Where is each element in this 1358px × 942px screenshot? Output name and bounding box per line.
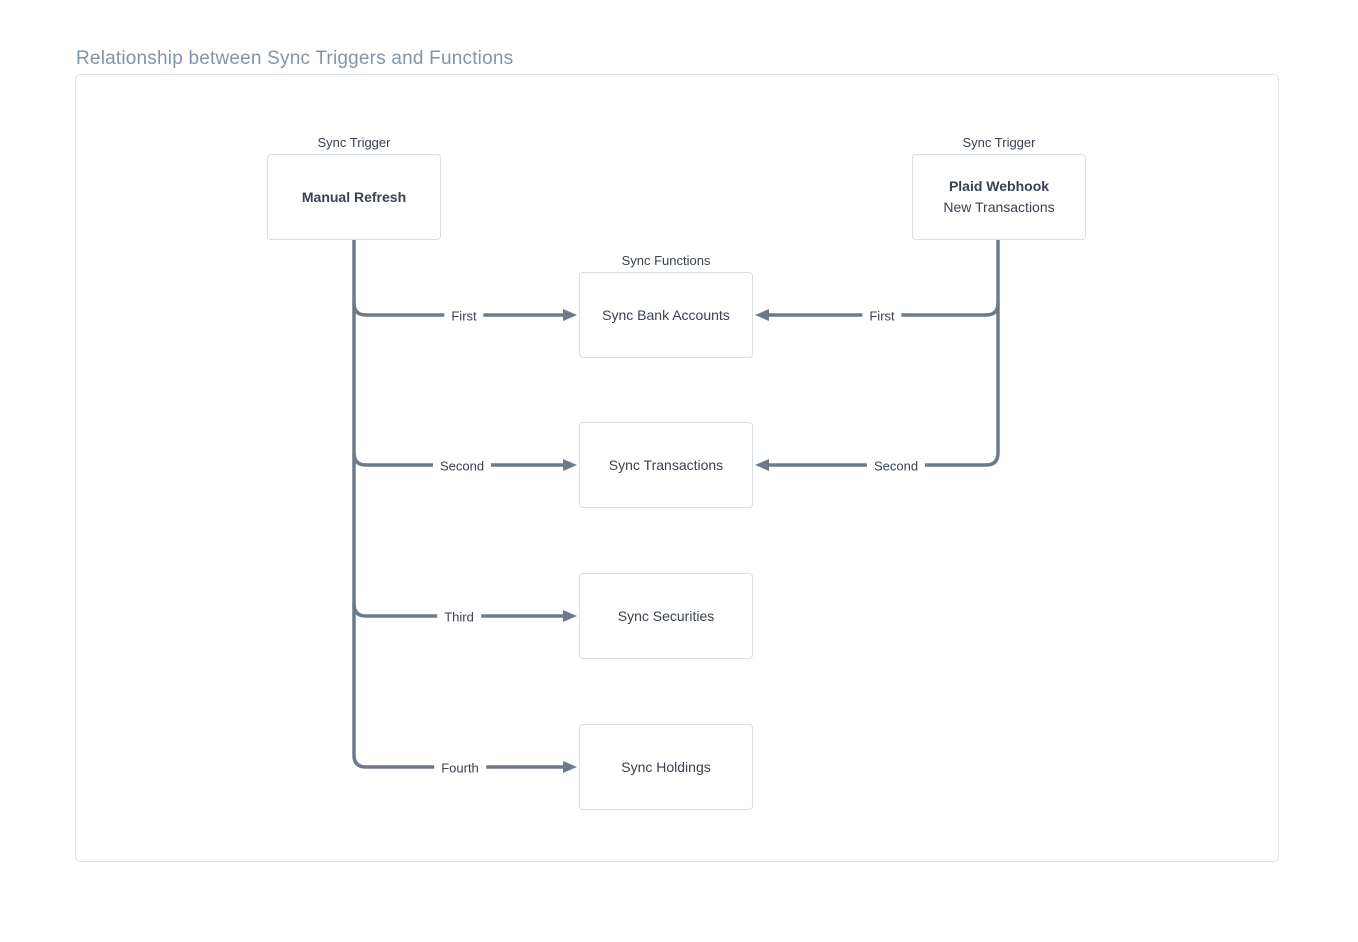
node-sync-holdings: Sync Holdings	[579, 724, 753, 810]
node-manual-refresh: Manual Refresh	[267, 154, 441, 240]
edge-label-right-second: Second	[866, 458, 926, 474]
node-sync-securities: Sync Securities	[579, 573, 753, 659]
node-title: Manual Refresh	[301, 188, 407, 205]
edge-label-left-first: First	[444, 308, 484, 324]
sync-trigger-caption-left: Sync Trigger	[317, 135, 391, 150]
edge-label-right-first: First	[862, 308, 902, 324]
sync-functions-caption: Sync Functions	[621, 253, 711, 268]
edge-label-left-fourth: Fourth	[434, 760, 486, 776]
node-title: Sync Securities	[617, 607, 715, 624]
node-title: Plaid Webhook	[948, 178, 1050, 194]
node-title: Sync Bank Accounts	[602, 306, 730, 323]
sync-trigger-caption-right: Sync Trigger	[962, 135, 1036, 150]
node-plaid-webhook: Plaid Webhook New Transactions	[912, 154, 1086, 240]
edge-label-left-second: Second	[432, 458, 492, 474]
node-sync-bank-accounts: Sync Bank Accounts	[579, 272, 753, 358]
node-subtitle: New Transactions	[943, 199, 1055, 215]
page-title: Relationship between Sync Triggers and F…	[76, 48, 514, 69]
edge-label-left-third: Third	[437, 609, 481, 625]
node-sync-transactions: Sync Transactions	[579, 422, 753, 508]
node-title: Sync Transactions	[608, 456, 724, 473]
node-title: Sync Holdings	[621, 758, 711, 775]
